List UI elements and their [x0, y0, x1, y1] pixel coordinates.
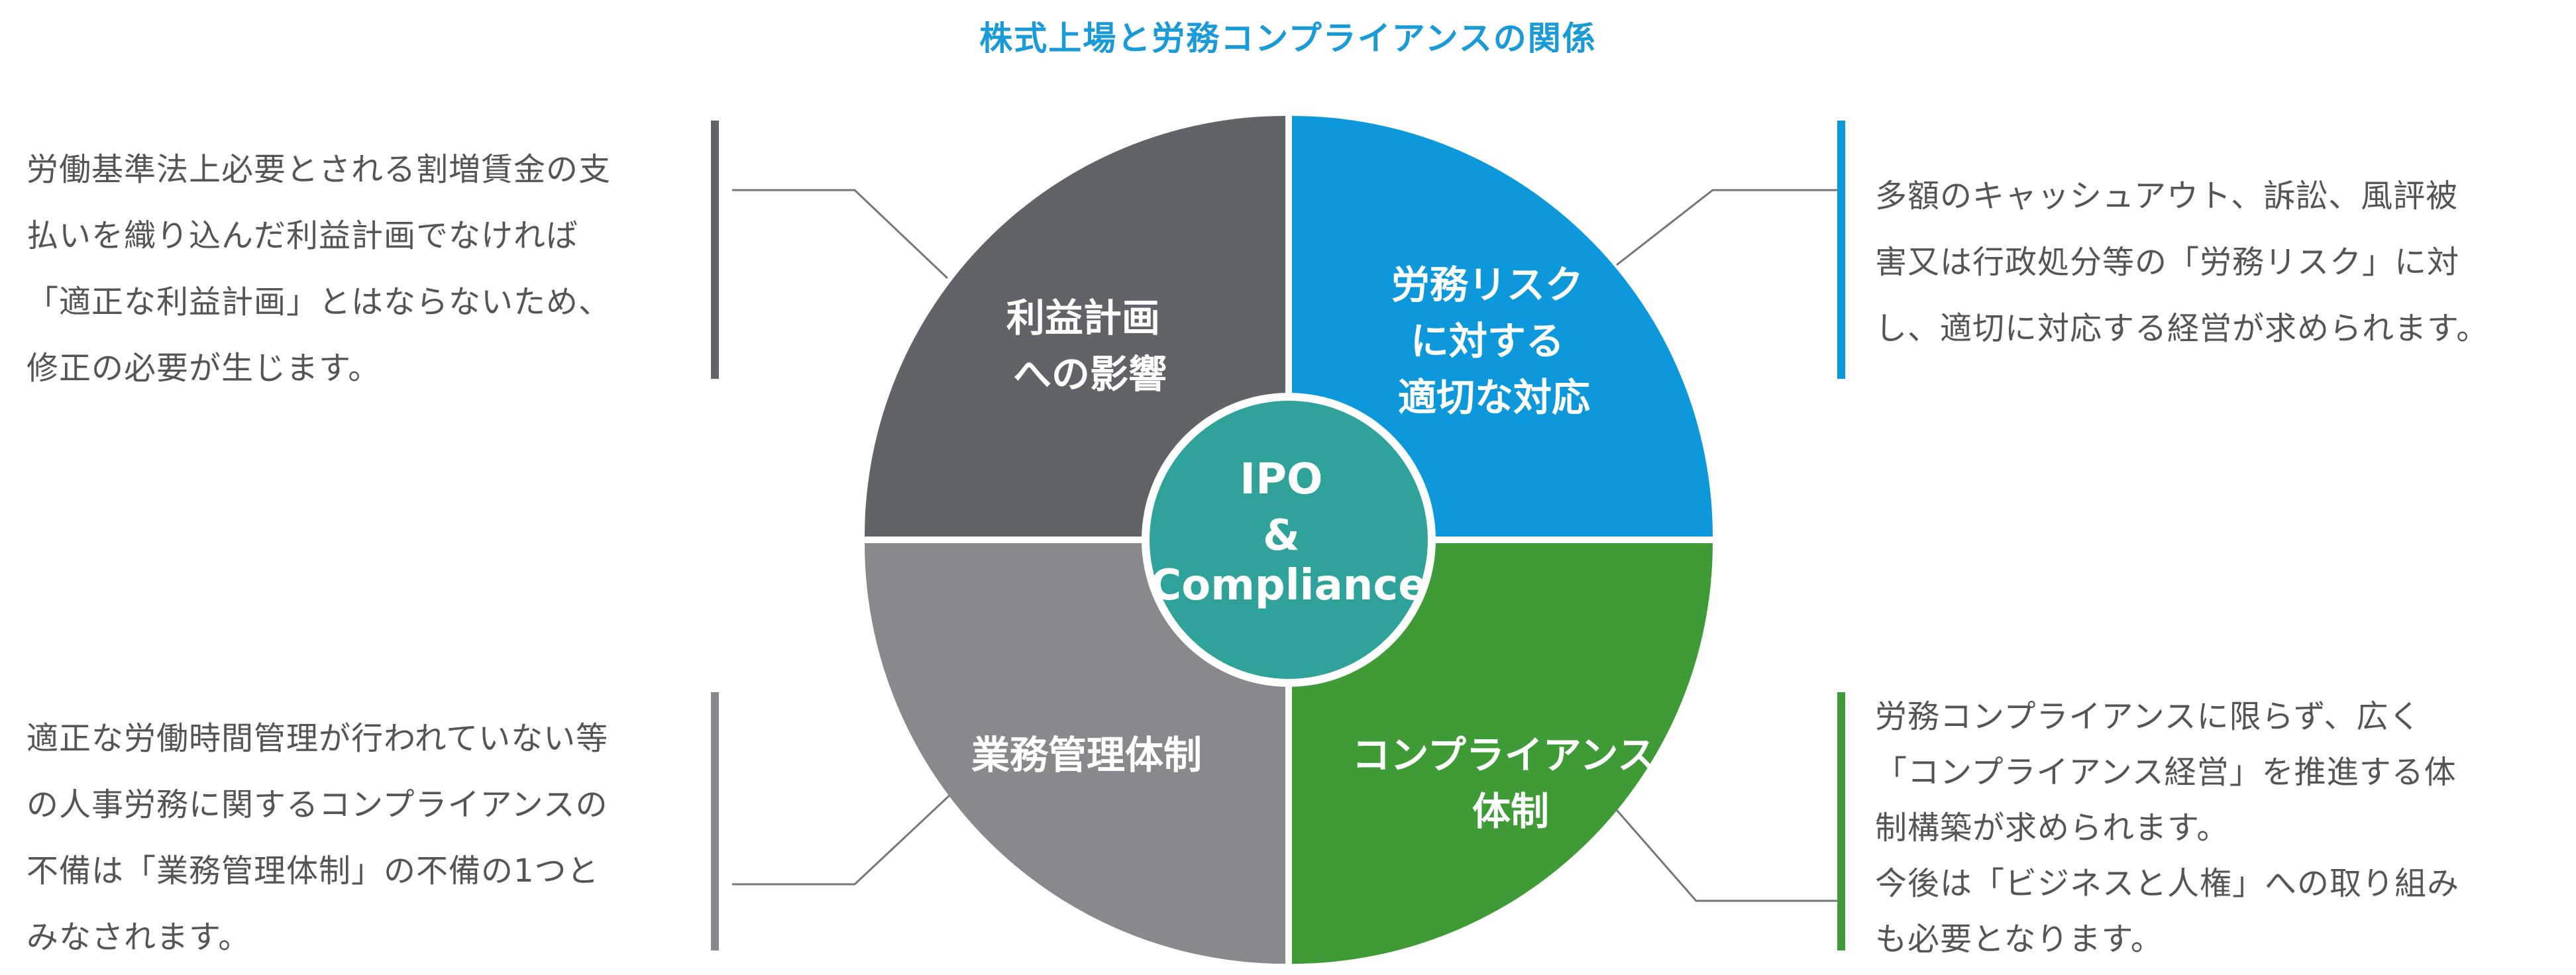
note-top-left: 労働基準法上必要とされる割増賃金の支 払いを織り込んだ利益計画でなければ 「適正… — [27, 136, 611, 401]
leader-line-bottom-left — [732, 784, 962, 886]
leader-line-top-left — [732, 189, 949, 280]
note-line: 害又は行政処分等の「労務リスク」に対 — [1875, 244, 2460, 281]
quadrant-line: 体制 — [1472, 789, 1549, 834]
center-circle-fill — [1150, 401, 1428, 679]
quadrant-bottom-left — [865, 543, 1285, 964]
note-bottom-left: 適正な労働時間管理が行われていない等 の人事労務に関するコンプライアンスの 不備… — [27, 705, 608, 970]
quadrant-line: 労務リスク — [1391, 262, 1583, 307]
accent-bar-bottom-left — [711, 692, 719, 950]
quadrant-label-top-right: 労務リスク に対する 適切な対応 — [1391, 262, 1597, 420]
center-label: IPO & Compliance — [1150, 455, 1426, 610]
quadrant-line: への影響 — [1013, 352, 1167, 397]
quadrant-label-bottom-right: コンプライアンス 体制 — [1352, 733, 1670, 834]
note-line: 適正な労働時間管理が行われていない等 — [27, 720, 609, 757]
note-line: 労務コンプライアンスに限らず、広く — [1875, 698, 2422, 735]
quadrant-line: 適切な対応 — [1398, 375, 1590, 420]
accent-bar-top-right — [1837, 121, 1845, 379]
quadrant-bottom-right — [1292, 543, 1713, 964]
note-line: 修正の必要が生じます。 — [27, 350, 381, 387]
note-line: 労働基準法上必要とされる割増賃金の支 — [27, 151, 612, 188]
quadrant-line: 業務管理体制 — [971, 733, 1202, 778]
center-line: IPO — [1240, 455, 1322, 504]
quadrant-line: に対する — [1411, 319, 1564, 364]
note-line: 不備は「業務管理体制」の不備の1つと — [27, 852, 600, 890]
note-line: 多額のキャッシュアウト、訴訟、風評被 — [1875, 178, 2459, 215]
note-top-right: 多額のキャッシュアウト、訴訟、風評被 害又は行政処分等の「労務リスク」に対 し、… — [1875, 163, 2489, 362]
leader-line-bottom-right — [1602, 794, 1842, 902]
quadrant-top-left — [865, 116, 1285, 537]
leader-line-top-right — [1616, 189, 1842, 266]
note-line: 「コンプライアンス経営」を推進する体 — [1875, 754, 2457, 791]
note-line: 「適正な利益計画」とはならないため、 — [27, 283, 612, 321]
center-line: Compliance — [1150, 561, 1426, 610]
note-bottom-right: 労務コンプライアンスに限らず、広く 「コンプライアンス経営」を推進する体 制構築… — [1875, 689, 2459, 967]
quadrant-label-bottom-left: 業務管理体制 — [971, 733, 1202, 778]
quadrant-top-right — [1292, 116, 1713, 537]
note-line: みなされます。 — [27, 919, 251, 956]
quadrant-line: 利益計画 — [1006, 295, 1160, 340]
note-line: も必要となります。 — [1875, 921, 2163, 958]
accent-bar-bottom-right — [1837, 692, 1845, 950]
note-line: し、適切に対応する経営が求められます。 — [1875, 310, 2489, 347]
note-line: の人事労務に関するコンプライアンスの — [27, 786, 608, 823]
quadrant-line: コンプライアンス — [1352, 733, 1656, 778]
quadrant-label-top-left: 利益計画 への影響 — [1006, 295, 1173, 397]
diagram-title: 株式上場と労務コンプライアンスの関係 — [979, 19, 1597, 58]
accent-bar-top-left — [711, 121, 719, 379]
center-line: & — [1263, 511, 1300, 560]
note-line: 制構築が求められます。 — [1875, 809, 2229, 847]
note-line: 今後は「ビジネスと人権」への取り組み — [1875, 865, 2460, 902]
note-line: 払いを織り込んだ利益計画でなければ — [27, 217, 579, 254]
